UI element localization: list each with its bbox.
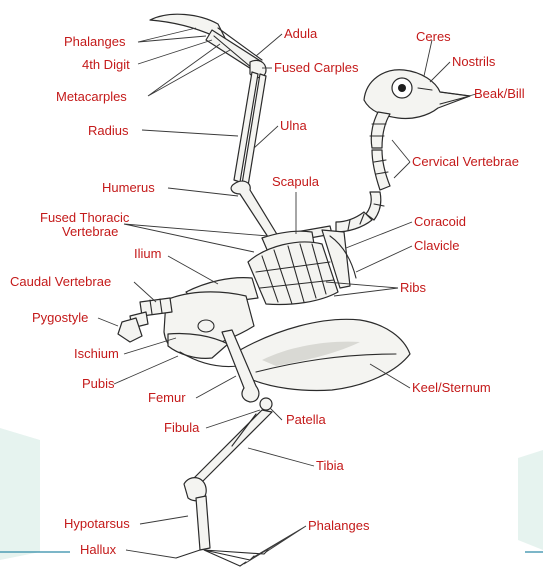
label-ceres: Ceres xyxy=(416,29,451,44)
label-pygostyle: Pygostyle xyxy=(32,310,88,325)
label-ilium: Ilium xyxy=(134,246,161,261)
tail xyxy=(118,298,172,342)
label-phalanges-foot: Phalanges xyxy=(308,518,370,533)
corner-decoration-right xyxy=(518,450,543,552)
label-phalanges-wing: Phalanges xyxy=(64,34,126,49)
tibia-bone xyxy=(192,410,272,484)
label-ribs: Ribs xyxy=(400,280,427,295)
hallux-bone xyxy=(176,550,200,558)
cervical-column xyxy=(336,112,390,232)
corner-decoration-left xyxy=(0,428,70,560)
label-fibula: Fibula xyxy=(164,420,200,435)
label-femur: Femur xyxy=(148,390,186,405)
label-nostrils: Nostrils xyxy=(452,54,496,69)
label-ischium: Ischium xyxy=(74,346,119,361)
label-4th-digit: 4th Digit xyxy=(82,57,130,72)
label-fused-thoracic-line1: Fused Thoracic xyxy=(40,210,130,225)
label-radius: Radius xyxy=(88,123,129,138)
label-beak-bill: Beak/Bill xyxy=(474,86,525,101)
label-humerus: Humerus xyxy=(102,180,155,195)
label-fused-thoracic-line2: Vertebrae xyxy=(62,224,118,239)
label-keel-sternum: Keel/Sternum xyxy=(412,380,491,395)
label-ulna: Ulna xyxy=(280,118,308,133)
humerus-bone xyxy=(231,181,278,240)
label-coracoid: Coracoid xyxy=(414,214,466,229)
label-tibia: Tibia xyxy=(316,458,344,473)
label-fused-carples: Fused Carples xyxy=(274,60,359,75)
label-cervical-vertebrae: Cervical Vertebrae xyxy=(412,154,519,169)
label-pubis: Pubis xyxy=(82,376,115,391)
label-clavicle: Clavicle xyxy=(414,238,460,253)
label-metacarples: Metacarples xyxy=(56,89,127,104)
label-caudal-vertebrae: Caudal Vertebrae xyxy=(10,274,111,289)
label-hallux: Hallux xyxy=(80,542,117,557)
label-adula: Adula xyxy=(284,26,318,41)
tarsometatarsus xyxy=(196,496,210,550)
label-hypotarsus: Hypotarsus xyxy=(64,516,130,531)
label-scapula: Scapula xyxy=(272,174,320,189)
label-patella: Patella xyxy=(286,412,327,427)
rib-cage xyxy=(248,242,338,304)
